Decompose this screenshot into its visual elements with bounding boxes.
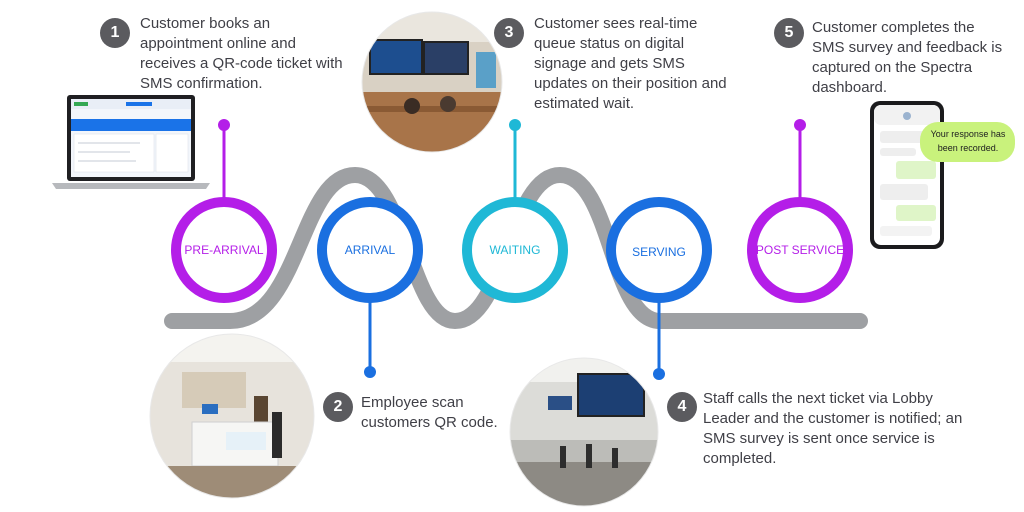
phone-response-bubble: Your response has been recorded.	[930, 129, 1006, 153]
connector-1	[218, 119, 230, 198]
step-2-badge: 2	[323, 392, 353, 422]
stage-label-arrival: ARRIVAL	[344, 243, 396, 257]
stage-ring-pre-arrival	[171, 197, 277, 303]
stage-label-post-service: POST SERVICE	[755, 243, 845, 257]
connector-4	[653, 300, 665, 380]
connector-5	[794, 119, 806, 198]
phone-bubble-shape	[920, 122, 1015, 162]
laptop-image	[52, 95, 210, 189]
step-5-text: Customer completes the SMS survey and fe…	[812, 19, 1003, 96]
stage-ring-waiting	[462, 197, 568, 303]
lobby-signage-photo	[361, 11, 503, 153]
stage-label-waiting: WAITING	[489, 243, 541, 257]
stage-ring-post-service	[747, 197, 853, 303]
stage-label-pre-arrival: PRE-ARRIVAL	[184, 243, 264, 257]
journey-road	[164, 166, 868, 330]
step-3-badge: 3	[494, 18, 524, 48]
step-4-badge: 4	[667, 392, 697, 422]
connector-2	[364, 300, 376, 378]
service-hall-photo	[509, 357, 659, 507]
step-1-text: Customer books an appointment online and…	[140, 15, 343, 92]
step-1-badge: 1	[100, 18, 130, 48]
stage-ring-serving	[606, 197, 712, 303]
reception-desk-photo	[149, 333, 315, 499]
stage-ring-arrival	[317, 197, 423, 303]
step-2-text: Employee scan customers QR code.	[361, 394, 498, 431]
step-5-badge: 5	[774, 18, 804, 48]
step-3-text: Customer sees real-time queue status on …	[534, 15, 727, 112]
connector-3	[509, 119, 521, 198]
step-4-text: Staff calls the next ticket via Lobby Le…	[703, 390, 963, 467]
stage-label-serving: SERVING	[632, 245, 686, 259]
